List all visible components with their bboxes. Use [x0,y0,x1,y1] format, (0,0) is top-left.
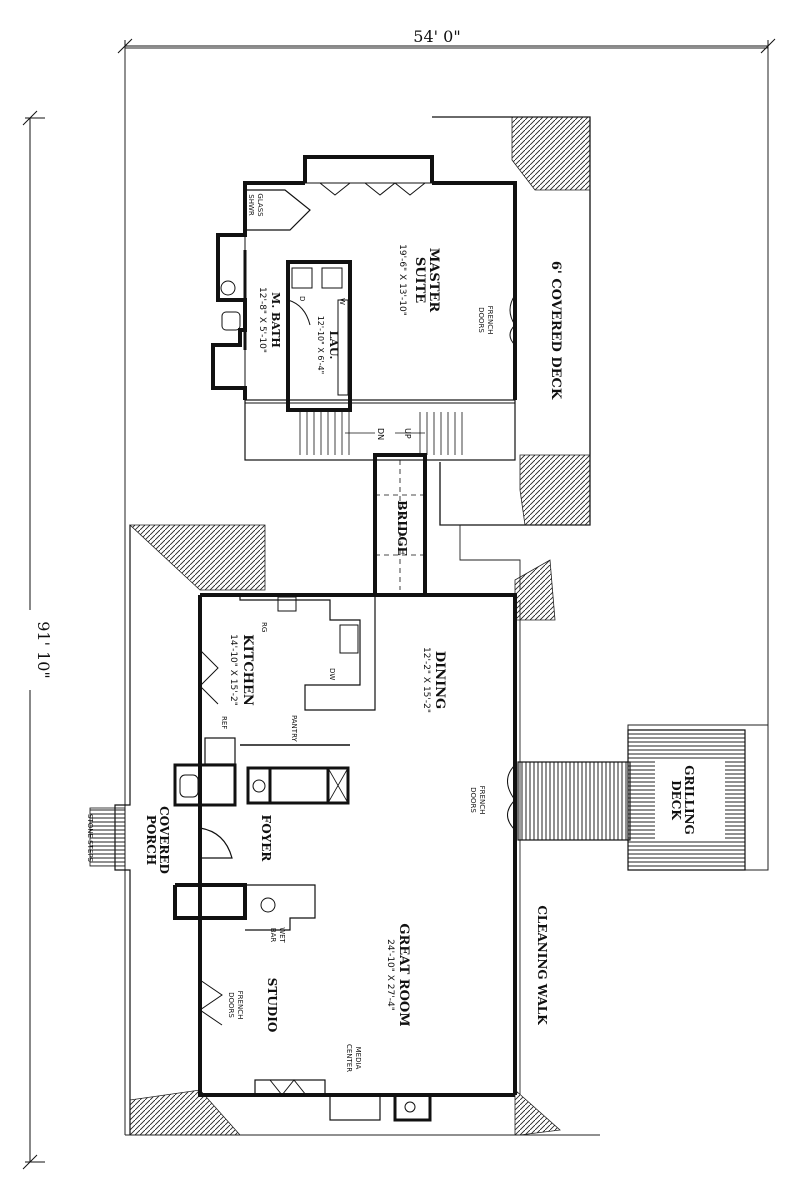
dining-name: DINING [432,651,447,709]
great-room-size: 24'-10" X 27'-4" [385,939,395,1011]
cleaning-walk-label: CLEANING WALK [535,905,549,1025]
kitchen-size: 14'-10" X 15'-2" [228,634,238,706]
dining-size: 12'-2" X 15'-2" [421,647,431,713]
studio-label: STUDIO [265,978,279,1033]
pantry-label: PANTRY [290,715,298,742]
width-dimension: 54' 0" [413,27,460,46]
main-building [89,524,561,1136]
media-center-label: MEDIACENTER [345,1044,362,1072]
master-suite-size: 19'-6" X 13'-10" [397,244,407,316]
lau-name: LAU. [327,331,340,360]
stone-steps-label: STONE STEPS [86,814,94,862]
grilling-deck-label: GRILLINGDECK [669,765,696,835]
master-suite-name: MASTERSUITE [412,248,441,312]
m-bath-name: M. BATH [269,292,282,348]
m-bath-size: 12'-8" X 5'-10" [257,287,267,353]
wet-bar-label: WETBAR [269,927,286,943]
bridge-label: BRIDGE [395,500,409,556]
foyer-label: FOYER [259,815,273,863]
refrigerator-label: REF [220,716,228,729]
great-room-name: GREAT ROOM [396,923,411,1026]
lau-size: 12'-10" X 6'-4" [316,316,325,375]
covered-porch-label: COVEREDPORCH [144,806,171,874]
roof-outline [124,47,769,1136]
french-doors-label-studio: FRENCHDOORS [227,991,244,1020]
covered-deck-label: 6' COVERED DECK [548,261,563,400]
dishwasher-label: DW [328,668,336,680]
dryer-label: D [298,296,306,301]
washer-label: W [338,298,346,305]
grilling-deck [517,729,746,871]
french-doors-label-upper: FRENCHDOORS [477,306,494,335]
stair-down-label: DN [376,428,385,440]
depth-dimension: 91' 10" [34,621,53,679]
kitchen-name: KITCHEN [240,634,255,706]
upper-building [211,116,591,597]
range-label: RG [260,622,268,632]
french-doors-label-dining: FRENCHDOORS [469,786,486,815]
glass-shower-label: GLASSSHWR [247,193,264,217]
stair-up-label: UP [403,428,412,439]
